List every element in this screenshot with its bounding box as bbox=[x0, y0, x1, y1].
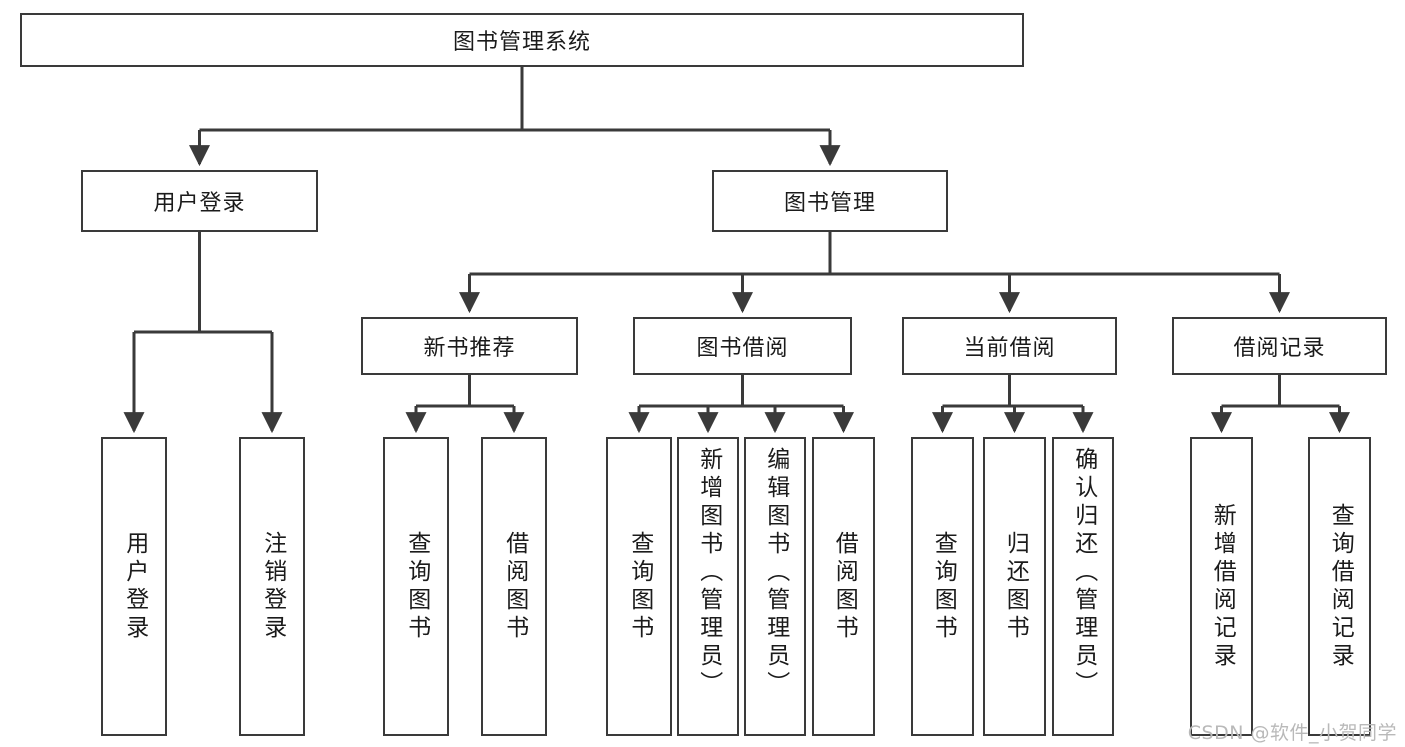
node-leaf-add-book-label: 新增图书（管理员） bbox=[695, 447, 722, 699]
node-leaf-query-book-1-label: 查询图书 bbox=[403, 530, 430, 643]
node-leaf-query-book-2-label: 查询图书 bbox=[626, 530, 653, 643]
node-leaf-query-book-3-label: 查询图书 bbox=[930, 530, 957, 643]
node-leaf-add-record-label: 新增借阅记录 bbox=[1209, 502, 1236, 671]
node-book-manage[interactable]: 图书管理 bbox=[712, 170, 948, 232]
node-leaf-borrow-book-1[interactable]: 借阅图书 bbox=[481, 437, 547, 736]
node-leaf-edit-book-label: 编辑图书（管理员） bbox=[762, 447, 789, 699]
node-leaf-query-book-2[interactable]: 查询图书 bbox=[606, 437, 672, 736]
node-leaf-query-book-1[interactable]: 查询图书 bbox=[383, 437, 449, 736]
node-new-book-rec[interactable]: 新书推荐 bbox=[361, 317, 578, 375]
node-leaf-add-record[interactable]: 新增借阅记录 bbox=[1190, 437, 1253, 736]
node-leaf-user-login[interactable]: 用户登录 bbox=[101, 437, 167, 736]
node-leaf-borrow-book-2-label: 借阅图书 bbox=[831, 530, 858, 643]
node-root-label: 图书管理系统 bbox=[452, 30, 591, 55]
node-leaf-query-record-label: 查询借阅记录 bbox=[1327, 502, 1354, 671]
node-borrow-record-label: 借阅记录 bbox=[1233, 336, 1326, 361]
node-leaf-logout-label: 注销登录 bbox=[259, 530, 286, 643]
node-user-login[interactable]: 用户登录 bbox=[81, 170, 318, 232]
node-user-login-label: 用户登录 bbox=[153, 191, 246, 216]
node-leaf-query-book-3[interactable]: 查询图书 bbox=[911, 437, 974, 736]
node-leaf-edit-book[interactable]: 编辑图书（管理员） bbox=[744, 437, 806, 736]
node-leaf-add-book[interactable]: 新增图书（管理员） bbox=[677, 437, 739, 736]
node-book-borrow[interactable]: 图书借阅 bbox=[633, 317, 852, 375]
node-borrow-record[interactable]: 借阅记录 bbox=[1172, 317, 1387, 375]
node-leaf-borrow-book-1-label: 借阅图书 bbox=[501, 530, 528, 643]
node-leaf-return-book-label: 归还图书 bbox=[1002, 530, 1029, 643]
node-book-manage-label: 图书管理 bbox=[783, 191, 876, 216]
node-leaf-borrow-book-2[interactable]: 借阅图书 bbox=[812, 437, 875, 736]
node-leaf-user-login-label: 用户登录 bbox=[121, 530, 148, 643]
node-root[interactable]: 图书管理系统 bbox=[20, 13, 1024, 67]
watermark: CSDN @软件_小贺同学 bbox=[1187, 722, 1397, 744]
node-current-borrow[interactable]: 当前借阅 bbox=[902, 317, 1117, 375]
node-new-book-rec-label: 新书推荐 bbox=[423, 336, 516, 361]
node-current-borrow-label: 当前借阅 bbox=[963, 336, 1056, 361]
node-leaf-logout[interactable]: 注销登录 bbox=[239, 437, 305, 736]
node-leaf-confirm-return-label: 确认归还（管理员） bbox=[1070, 447, 1097, 699]
node-leaf-confirm-return[interactable]: 确认归还（管理员） bbox=[1052, 437, 1114, 736]
node-leaf-query-record[interactable]: 查询借阅记录 bbox=[1308, 437, 1371, 736]
node-book-borrow-label: 图书借阅 bbox=[696, 336, 789, 361]
node-leaf-return-book[interactable]: 归还图书 bbox=[983, 437, 1046, 736]
